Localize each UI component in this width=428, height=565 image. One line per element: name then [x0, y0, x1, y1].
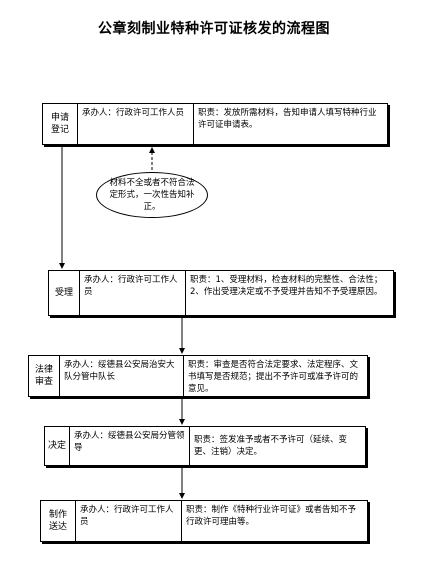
stage-label: 申请 登记 [50, 113, 69, 135]
page-title: 公章刻制业特种许可证核发的流程图 [98, 21, 330, 37]
stage-handler: 承办人：行政许可工作人员 [77, 104, 193, 144]
stage-handler: 承办人：绥德县公安局分管领导 [69, 427, 189, 465]
stage-duty: 职责：1、受理材料，检查材料的完整性、合法性； 2、作出受理决定或不予受理并告知… [185, 271, 393, 315]
stage-duty: 职责：制作《特种行业许可证》或者告知不予行政许可理由等。 [181, 501, 367, 541]
stage-handler: 承办人：行政许可工作人员 [79, 271, 185, 315]
stage-duty: 职责：发放所需材料，告知申请人填写特种行业许可证申请表。 [193, 104, 387, 144]
stage-label: 受理 [54, 288, 73, 298]
supplement-notice-ellipse: 材料不全或者不符合法定形式，一次性告知补正。 [96, 172, 208, 218]
stage-decision: 决定 承办人：绥德县公安局分管领导 职责：签发准予或者不予许可（延续、变更、注销… [44, 426, 366, 466]
stage-label: 决定 [47, 441, 66, 451]
stage-accept: 受理 承办人：行政许可工作人员 职责：1、受理材料，检查材料的完整性、合法性； … [48, 270, 394, 316]
stage-legal-review: 法律 审查 承办人：绥德县公安局治安大队分管中队长 职责：审查是否符合法定要求、… [28, 355, 368, 397]
stage-duty: 职责：审查是否符合法定要求、法定程序、文书填写是否规范；提出不予许可或准予许可的… [183, 356, 367, 396]
stage-duty: 职责：签发准予或者不予许可（延续、变更、注销）决定。 [189, 427, 365, 465]
supplement-notice-text: 材料不全或者不符合法定形式，一次性告知补正。 [109, 178, 195, 212]
stage-apply-register: 申请 登记 承办人：行政许可工作人员 职责：发放所需材料，告知申请人填写特种行业… [42, 103, 388, 145]
stage-handler: 承办人：行政许可工作人员 [75, 501, 181, 541]
stage-label: 法律 审查 [34, 365, 53, 387]
stage-make-deliver: 制作 送达 承办人：行政许可工作人员 职责：制作《特种行业许可证》或者告知不予行… [40, 500, 368, 542]
stage-label: 制作 送达 [48, 510, 67, 532]
stage-handler: 承办人：绥德县公安局治安大队分管中队长 [59, 356, 183, 396]
